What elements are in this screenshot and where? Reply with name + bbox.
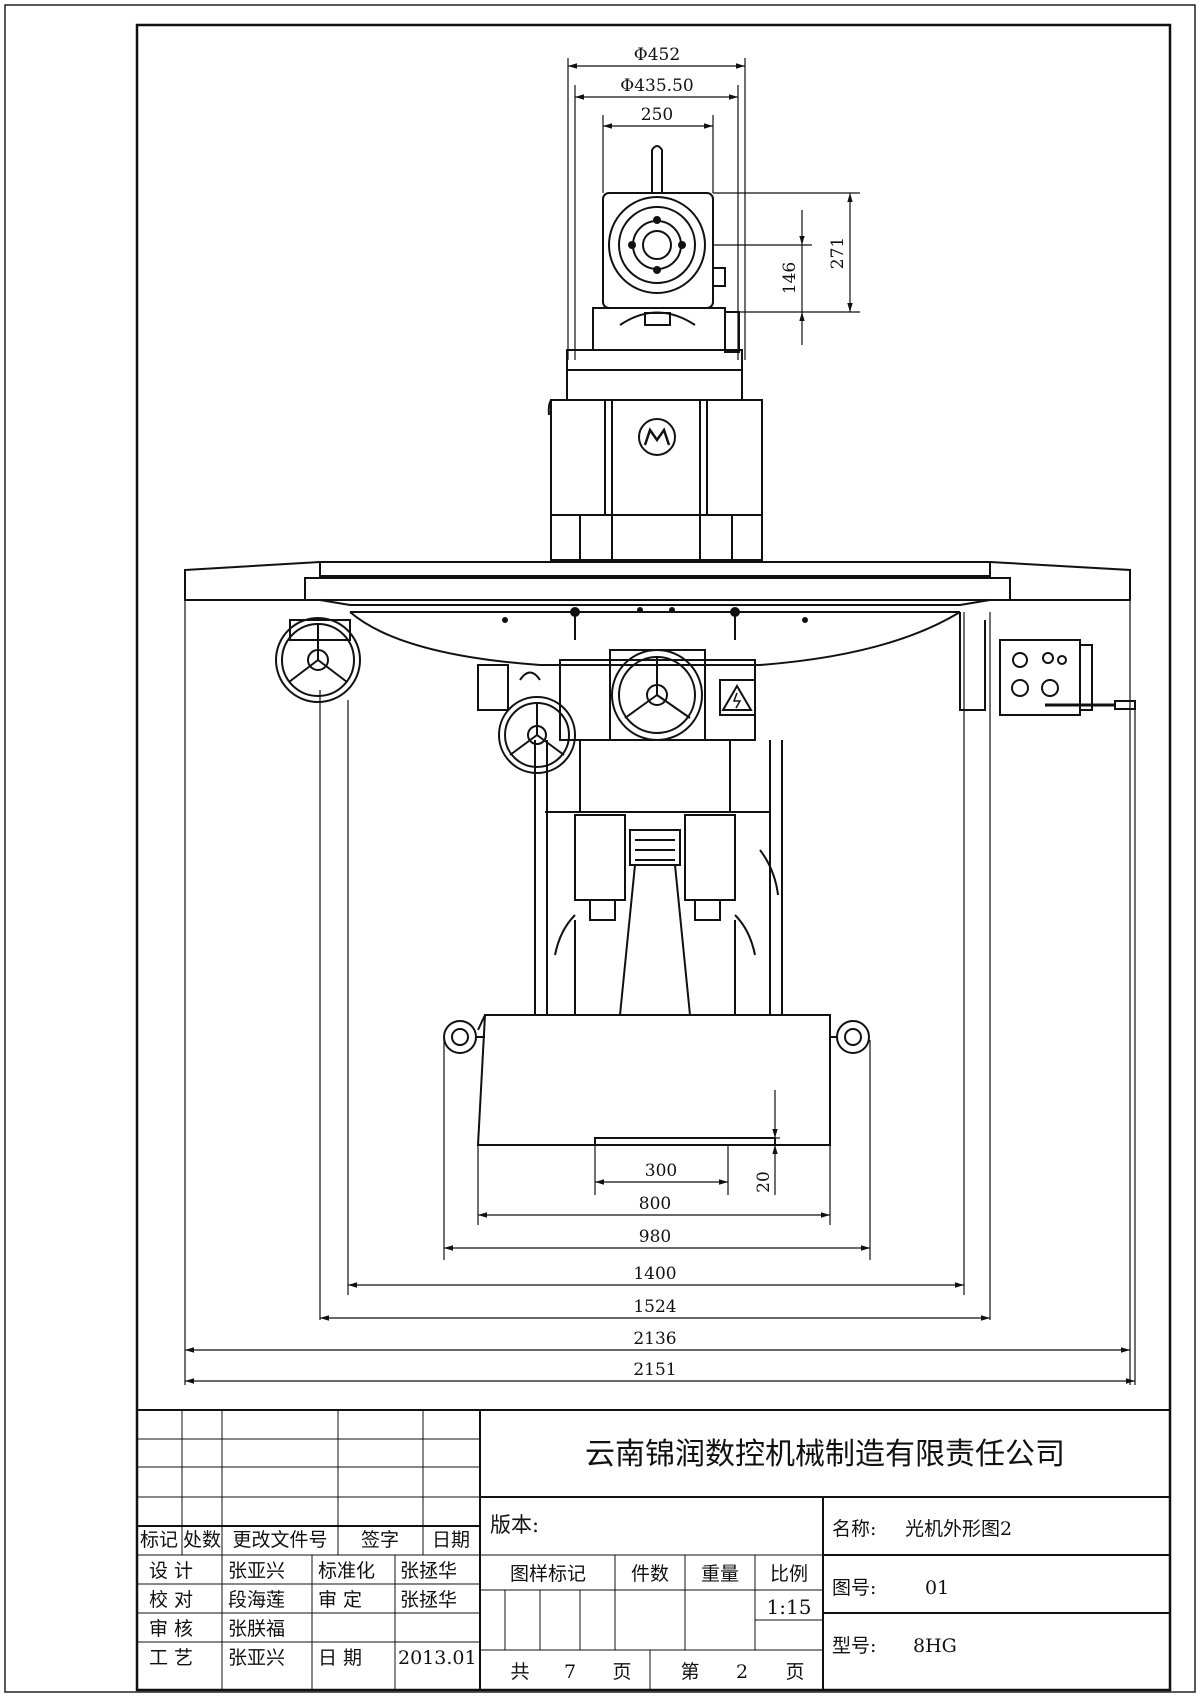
header-weight: 重量 xyxy=(701,1563,739,1585)
current-page-suffix: 页 xyxy=(785,1661,804,1683)
revision-header-doc: 更改文件号 xyxy=(232,1529,327,1551)
revision-header-count: 处数 xyxy=(183,1529,221,1551)
dim-300: 300 xyxy=(645,1161,677,1181)
signoff-role2-approve: 审 定 xyxy=(318,1589,362,1611)
signoff-role-design: 设 计 xyxy=(149,1560,193,1582)
knee xyxy=(534,739,783,1016)
header-pattern-mark: 图样标记 xyxy=(510,1563,586,1585)
power-feed-unit xyxy=(999,639,1136,716)
company-name: 云南锦润数控机械制造有限责任公司 xyxy=(585,1437,1065,1472)
model-value: 8HG xyxy=(913,1635,957,1657)
inner-frame xyxy=(135,23,1172,1692)
signoff-role-check: 校 对 xyxy=(149,1589,193,1611)
signoff-name-check: 段海莲 xyxy=(228,1589,285,1611)
left-handwheel xyxy=(275,617,361,703)
signoff-name2-approve: 张拯华 xyxy=(400,1589,457,1611)
title-block: 云南锦润数控机械制造有限责任公司 标记 处数 更改文件号 签字 日期 设 计 张… xyxy=(137,1409,1170,1690)
signoff-role2-date: 日 期 xyxy=(318,1647,362,1669)
dim-20: 20 xyxy=(754,1171,774,1193)
signoff-role-review: 审 核 xyxy=(149,1618,193,1640)
machine-base xyxy=(443,1014,870,1146)
revision-header-date: 日期 xyxy=(432,1529,470,1551)
center-handwheel xyxy=(611,649,703,741)
milling-machine-drawing xyxy=(184,145,1136,1146)
saddle xyxy=(349,611,986,741)
signoff-rows: 设 计 张亚兴 标准化 张拯华 校 对 段海莲 审 定 张拯华 审 核 张朕福 … xyxy=(149,1560,477,1669)
warning-sign-icon xyxy=(719,679,756,716)
ram-column xyxy=(547,399,763,561)
dim-250: 250 xyxy=(641,105,673,125)
name-value: 光机外形图2 xyxy=(905,1518,1012,1540)
signoff-role2-standard: 标准化 xyxy=(318,1560,375,1582)
version-label: 版本: xyxy=(490,1513,539,1537)
signoff-name-process: 张亚兴 xyxy=(228,1647,285,1669)
revision-header-mark: 标记 xyxy=(140,1529,178,1551)
dim-800: 800 xyxy=(639,1194,671,1214)
total-pages-prefix: 共 xyxy=(510,1661,529,1683)
signoff-role-process: 工 艺 xyxy=(149,1647,193,1669)
signoff-name2-standard: 张拯华 xyxy=(400,1560,457,1582)
dim-2151: 2151 xyxy=(633,1360,676,1380)
header-quantity: 件数 xyxy=(631,1563,669,1585)
spindle-head xyxy=(566,145,743,401)
dimension-labels: Φ452 Φ435.50 250 271 146 300 20 800 980 … xyxy=(620,45,848,1380)
drawing-no-label: 图号: xyxy=(832,1577,876,1599)
dim-1400: 1400 xyxy=(633,1264,676,1284)
knee-handwheel xyxy=(498,671,576,774)
dim-146: 146 xyxy=(780,262,800,294)
model-label: 型号: xyxy=(832,1635,876,1657)
page-count: 共 7 页 第 2 页 xyxy=(510,1661,804,1683)
total-pages-suffix: 页 xyxy=(612,1661,631,1683)
dim-271: 271 xyxy=(828,237,848,269)
total-pages-value: 7 xyxy=(564,1661,576,1683)
signoff-date-value: 2013.01 xyxy=(398,1647,477,1669)
dimension-lines xyxy=(184,58,1136,1385)
name-label: 名称: xyxy=(832,1518,876,1540)
signoff-name-design: 张亚兴 xyxy=(228,1560,285,1582)
table-headers: 图样标记 件数 重量 比例 xyxy=(510,1563,808,1585)
dim-2136: 2136 xyxy=(633,1329,676,1349)
signoff-name-review: 张朕福 xyxy=(228,1618,285,1640)
header-scale: 比例 xyxy=(770,1563,808,1585)
work-table xyxy=(184,561,1131,640)
outer-frame xyxy=(4,4,1196,1693)
dim-d452: Φ452 xyxy=(634,45,680,65)
dim-980: 980 xyxy=(639,1227,671,1247)
current-page-value: 2 xyxy=(736,1661,748,1683)
scale-value: 1:15 xyxy=(767,1595,812,1619)
drawing-no-value: 01 xyxy=(925,1577,949,1599)
current-page-prefix: 第 xyxy=(680,1661,699,1683)
revision-headers: 标记 处数 更改文件号 签字 日期 xyxy=(140,1529,470,1551)
revision-header-sign: 签字 xyxy=(361,1529,399,1551)
drawing-info: 名称: 光机外形图2 图号: 01 型号: 8HG xyxy=(832,1518,1012,1657)
dim-1524: 1524 xyxy=(633,1297,676,1317)
dim-d435: Φ435.50 xyxy=(620,76,693,96)
